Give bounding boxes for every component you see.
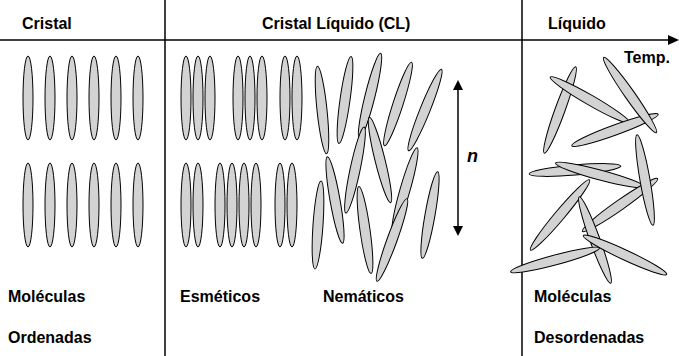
molecule [239,163,249,247]
molecule [540,65,581,155]
molecule [227,163,237,247]
molecule [233,56,243,140]
director-label: n [467,146,478,168]
molecule [354,186,376,275]
molecule [388,146,422,233]
phase-heading: Cristal [22,14,72,33]
molecule [89,163,99,247]
molecule [417,171,442,259]
molecule [23,56,33,140]
molecule [111,163,121,247]
molecule [215,163,225,247]
phase-heading: Líquido [548,14,606,33]
molecule [372,197,411,283]
phase-heading: Cristal Líquido (CL) [262,14,410,33]
molecule [111,56,121,140]
molecule [287,163,297,247]
axis-label: Temp. [624,48,670,67]
molecule [312,66,331,155]
caption-text: Desordenadas [534,328,644,347]
molecule [275,163,285,247]
molecule [23,163,33,247]
molecule [133,163,143,247]
molecule [205,56,215,140]
molecule [89,56,99,140]
molecule [322,156,347,244]
molecule [181,163,191,247]
molecule [181,56,191,140]
director-arrowhead [453,80,463,90]
caption-text: Moléculas [534,287,611,306]
molecule [45,163,55,247]
caption-text: Moléculas [8,287,85,306]
axis-arrowhead [668,35,679,45]
molecule [334,56,356,145]
molecule [245,56,255,140]
molecule [251,163,261,247]
molecule [581,231,669,279]
molecule [67,56,77,140]
temperature-axis [0,39,668,41]
caption-text: Ordenadas [8,328,92,347]
molecule [310,181,326,269]
molecule [600,54,661,135]
molecule [45,56,55,140]
molecule [292,56,302,140]
molecule [404,67,446,152]
molecule [280,56,290,140]
molecule [257,56,267,140]
molecule [133,56,143,140]
molecule [193,163,203,247]
phase-name: Esméticos [180,287,260,306]
molecule [554,158,645,191]
director-arrow [457,88,459,228]
phase-divider [521,0,523,356]
molecule [365,116,396,204]
phase-name: Nemáticos [323,287,404,306]
director-arrowhead [453,226,463,236]
molecule [632,134,658,226]
molecule [193,56,203,140]
phase-divider [164,0,166,356]
molecule [67,163,77,247]
molecule [509,243,600,276]
